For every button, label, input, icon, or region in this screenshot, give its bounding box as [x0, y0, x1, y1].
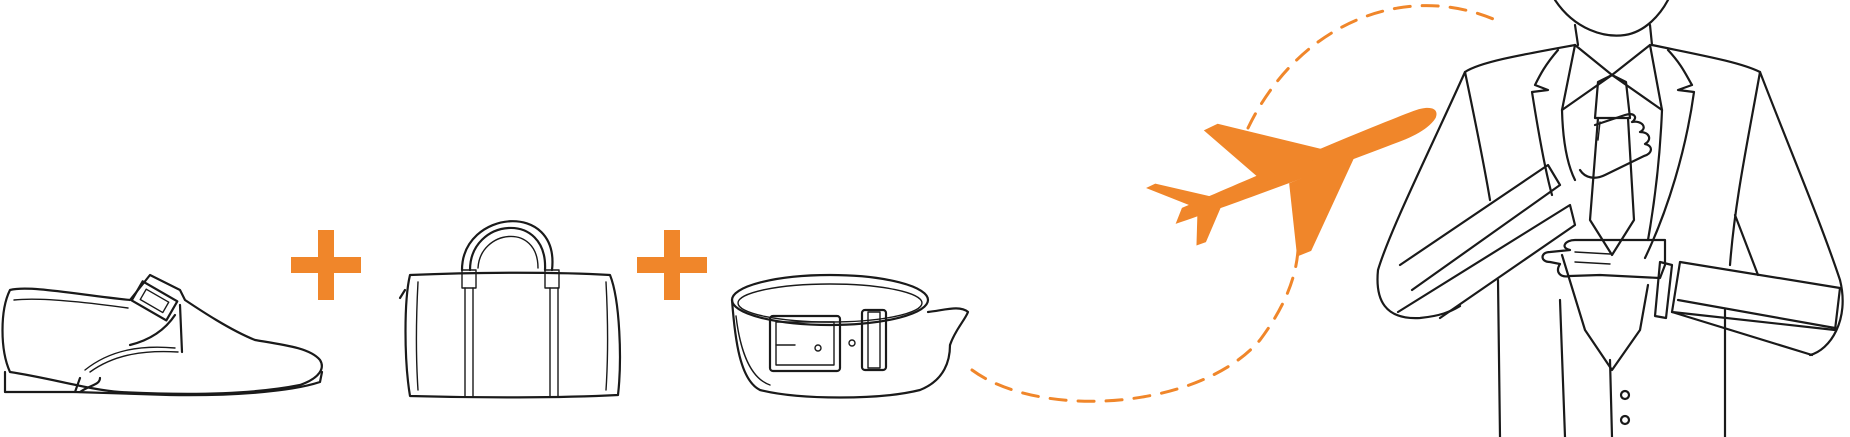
belt-icon	[730, 273, 970, 399]
flight-path	[970, 233, 1300, 403]
plus-icon	[291, 230, 361, 300]
duffel-bag-icon	[398, 220, 622, 399]
businessman-icon	[1376, 0, 1844, 437]
plus-icon	[637, 230, 707, 300]
airplane-icon	[1146, 107, 1437, 257]
shoe-icon	[1, 273, 324, 397]
flight-path	[1246, 4, 1502, 130]
